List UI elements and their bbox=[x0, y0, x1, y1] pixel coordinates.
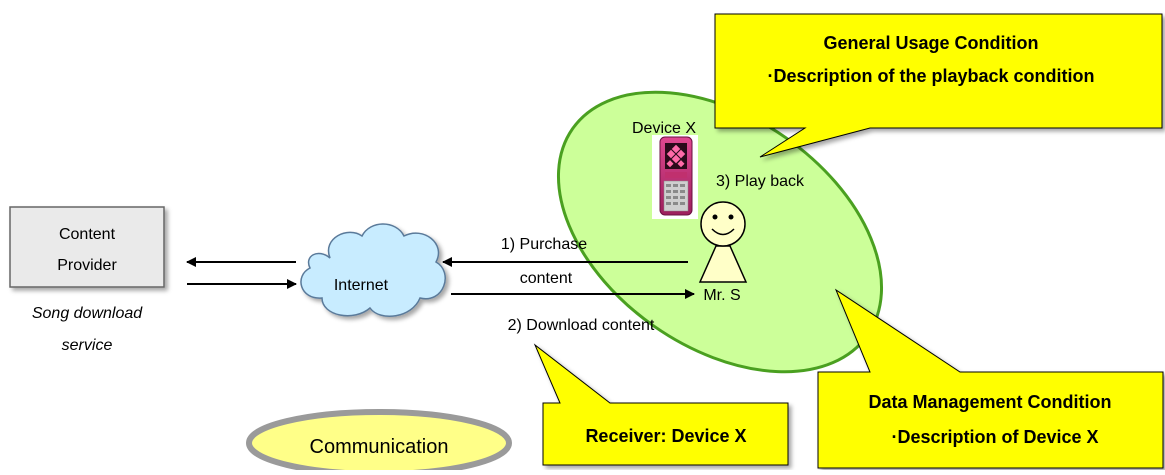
provider-caption-line1: Song download bbox=[32, 305, 143, 322]
playback-label: 3) Play back bbox=[716, 173, 805, 190]
user-label: Mr. S bbox=[703, 287, 740, 304]
content-provider-box bbox=[9, 206, 165, 288]
purchase-label-line1: 1) Purchase bbox=[501, 236, 587, 253]
purchase-label-line2: content bbox=[520, 270, 573, 287]
receiver-callout bbox=[533, 343, 789, 466]
internet-label: Internet bbox=[334, 277, 389, 294]
data-management-detail: ·Description of Device X bbox=[891, 427, 1098, 447]
communication-label: Communication bbox=[310, 436, 449, 458]
content-provider-line2: Provider bbox=[57, 257, 117, 274]
mobile-phone-icon bbox=[652, 135, 698, 219]
internet-cloud bbox=[300, 223, 446, 317]
general-usage-callout bbox=[714, 13, 1163, 158]
person-icon bbox=[698, 201, 748, 283]
provider-caption-line2: service bbox=[62, 337, 113, 354]
device-label: Device X bbox=[632, 120, 696, 137]
download-label: 2) Download content bbox=[508, 317, 655, 334]
receiver-label: Receiver: Device X bbox=[585, 426, 746, 446]
general-usage-title: General Usage Condition bbox=[823, 33, 1038, 53]
content-provider-line1: Content bbox=[59, 226, 116, 243]
data-management-title: Data Management Condition bbox=[868, 392, 1111, 412]
data-management-callout bbox=[817, 288, 1164, 469]
general-usage-detail: ·Description of the playback condition bbox=[767, 66, 1094, 86]
